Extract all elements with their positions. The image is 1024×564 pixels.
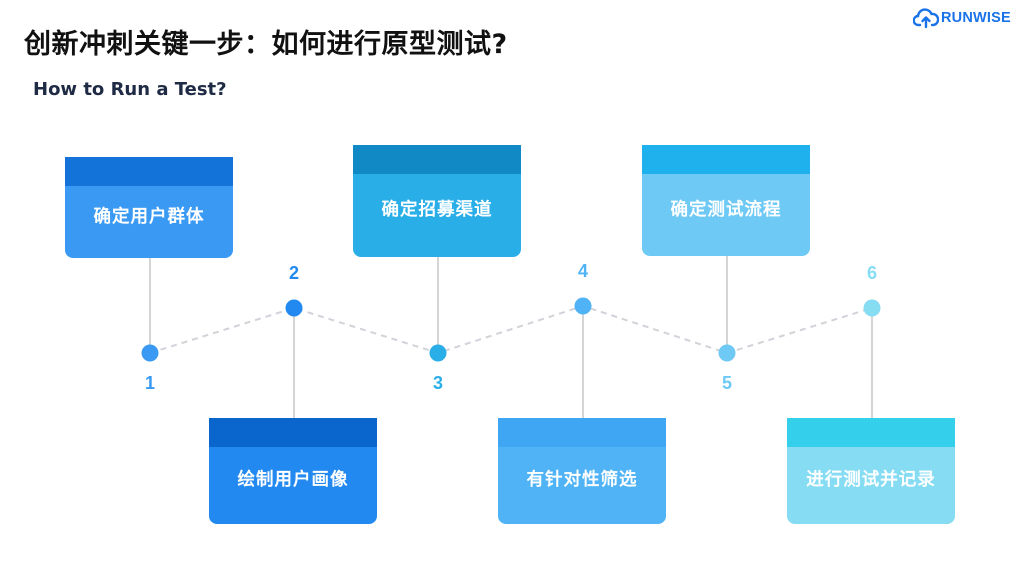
step-card-header-3 xyxy=(353,145,521,174)
step-number-2: 2 xyxy=(288,263,299,283)
step-card-2: 绘制用户画像 xyxy=(209,418,377,524)
step-number-3: 3 xyxy=(432,373,443,393)
step-card-header-2 xyxy=(209,418,377,447)
step-number-4: 4 xyxy=(577,261,588,281)
step-card-6: 进行测试并记录 xyxy=(787,418,955,524)
step-card-header-1 xyxy=(65,157,233,186)
step-dot-6 xyxy=(863,299,881,317)
step-number-5: 5 xyxy=(721,373,732,393)
cloud-upload-icon xyxy=(913,8,939,29)
step-number-6: 6 xyxy=(866,263,877,283)
timeline-dashed-path xyxy=(149,304,873,355)
step-number-1: 1 xyxy=(144,373,155,393)
step-card-3: 确定招募渠道 xyxy=(353,145,521,257)
step-label-3: 确定招募渠道 xyxy=(381,200,493,220)
step-card-1: 确定用户群体 xyxy=(65,157,233,258)
step-label-1: 确定用户群体 xyxy=(93,206,205,227)
step-dot-1 xyxy=(141,344,159,362)
step-label-4: 有针对性筛选 xyxy=(526,470,638,490)
step-card-header-5 xyxy=(642,145,810,174)
step-card-header-6 xyxy=(787,418,955,447)
runwise-logo: RUNWISE xyxy=(913,6,1015,30)
step-label-6: 进行测试并记录 xyxy=(806,470,936,490)
logo-text: RUNWISE xyxy=(941,10,1011,26)
step-dot-2 xyxy=(285,299,303,317)
step-dot-3 xyxy=(429,344,447,362)
page-title: 创新冲刺关键一步：如何进行原型测试? xyxy=(24,29,508,60)
step-label-2: 绘制用户画像 xyxy=(237,470,349,490)
step-label-5: 确定测试流程 xyxy=(670,199,782,220)
step-dot-5 xyxy=(718,344,736,362)
page-subtitle: How to Run a Test? xyxy=(33,79,227,100)
step-card-4: 有针对性筛选 xyxy=(498,418,666,524)
step-card-5: 确定测试流程 xyxy=(642,145,810,256)
step-card-header-4 xyxy=(498,418,666,447)
step-dot-4 xyxy=(574,297,592,315)
